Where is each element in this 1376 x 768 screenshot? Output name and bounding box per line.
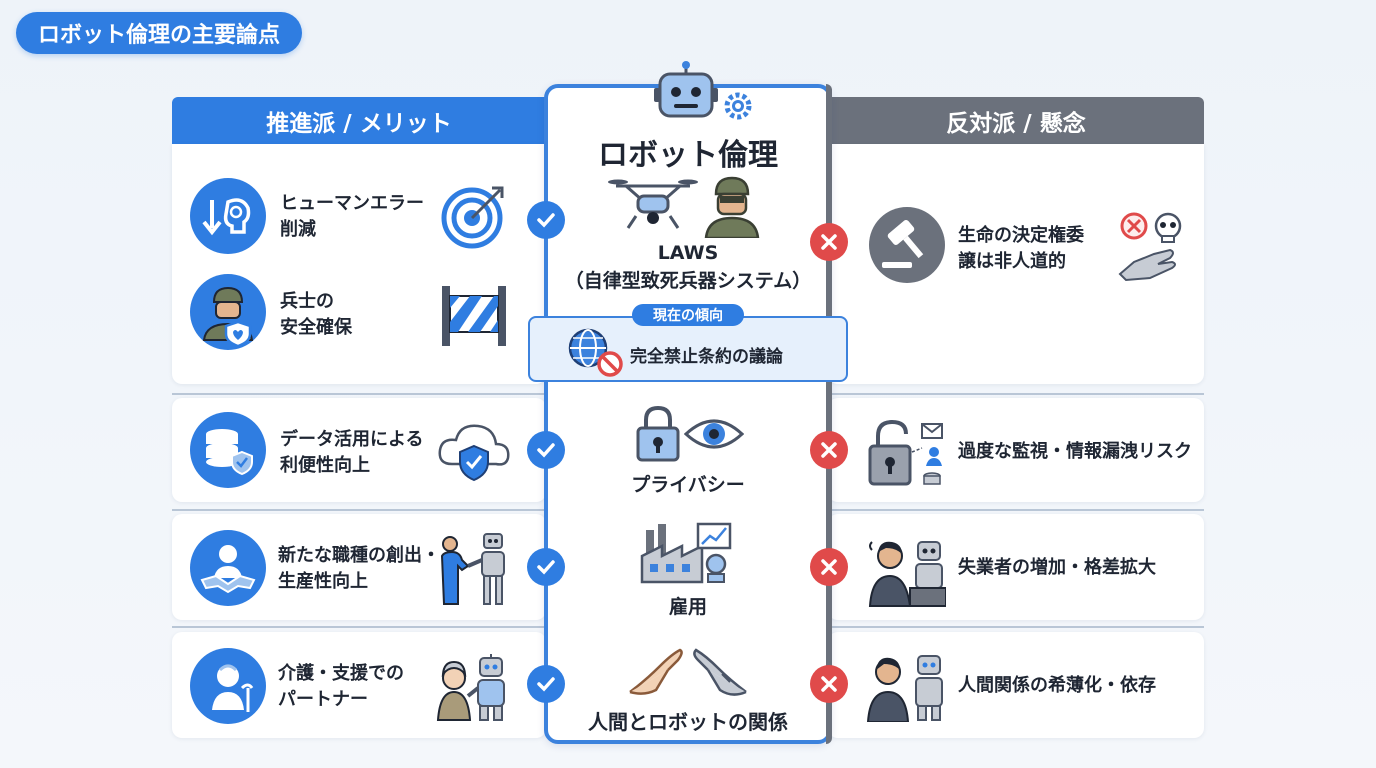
trend-tag: 現在の傾向 — [632, 304, 744, 326]
elderly-person-icon — [190, 648, 266, 724]
drone-icon — [608, 179, 698, 229]
con-surveillance: 過度な監視・情報漏洩リスク — [958, 441, 1192, 462]
center-title: ロボット倫理 — [598, 138, 778, 173]
cross-icon — [810, 665, 848, 703]
pro-soldier-line1: 兵士の — [280, 291, 334, 312]
laws-subtitle: （自律型致死兵器システム） — [564, 270, 812, 292]
handshake-person-icon — [190, 530, 266, 606]
skull-robot-hand-icon — [1118, 212, 1182, 282]
privacy-label: プライバシー — [631, 474, 745, 496]
pro-jobs-line1: 新たな職種の創出・ — [278, 545, 440, 566]
pro-human-error-line1: ヒューマンエラー — [280, 193, 424, 214]
eye-icon — [684, 419, 744, 449]
worried-person-robot-icon — [868, 541, 946, 607]
cloud-shield-icon — [438, 424, 510, 482]
globe-ban-icon — [568, 328, 623, 377]
soldier-icon — [704, 176, 760, 238]
target-icon — [441, 186, 504, 249]
relationship-label: 人間とロボットの関係 — [588, 710, 788, 734]
pro-header: 推進派 / メリット — [172, 97, 546, 144]
padlock-icon — [636, 405, 680, 462]
factory-icon — [640, 522, 732, 584]
employment-label: 雇用 — [668, 596, 707, 618]
pro-data-line1: データ活用による — [280, 429, 424, 450]
cross-icon — [810, 548, 848, 586]
person-robot-icon — [866, 655, 943, 722]
check-icon — [527, 665, 565, 703]
human-robot-handshake-icon — [440, 533, 505, 605]
topic-badge: ロボット倫理の主要論点 — [16, 12, 302, 54]
elderly-robot-icon — [436, 654, 505, 721]
pro-care-line2: パートナー — [278, 689, 368, 710]
unlocked-padlock-leak-icon — [868, 419, 943, 486]
con-life-line1: 生命の決定権委 — [958, 225, 1084, 246]
check-icon — [527, 201, 565, 239]
pro-data-line2: 利便性向上 — [280, 455, 370, 476]
check-icon — [527, 431, 565, 469]
con-relationship: 人間関係の希薄化・依存 — [958, 675, 1156, 696]
soldier-shield-icon — [190, 274, 266, 350]
error-reduction-icon — [190, 178, 266, 254]
pro-care-line1: 介護・支援での — [278, 663, 404, 684]
con-unemployment: 失業者の増加・格差拡大 — [958, 557, 1156, 578]
database-shield-icon — [190, 412, 266, 488]
con-life-line2: 譲は非人道的 — [958, 251, 1066, 272]
pro-jobs-line2: 生産性向上 — [278, 571, 368, 592]
cross-icon — [810, 223, 848, 261]
center-panel — [544, 84, 832, 744]
con-header: 反対派 / 懸念 — [828, 97, 1204, 144]
check-icon — [527, 548, 565, 586]
robot-head-icon — [654, 61, 752, 120]
pro-human-error-line2: 削減 — [280, 219, 316, 240]
barrier-icon — [442, 286, 506, 346]
laws-label: LAWS — [657, 242, 719, 264]
trend-text: 完全禁止条約の議論 — [630, 347, 783, 367]
gavel-icon — [869, 207, 945, 283]
pro-soldier-line2: 安全確保 — [280, 317, 352, 338]
cross-icon — [810, 431, 848, 469]
hands-reaching-icon — [629, 648, 747, 696]
